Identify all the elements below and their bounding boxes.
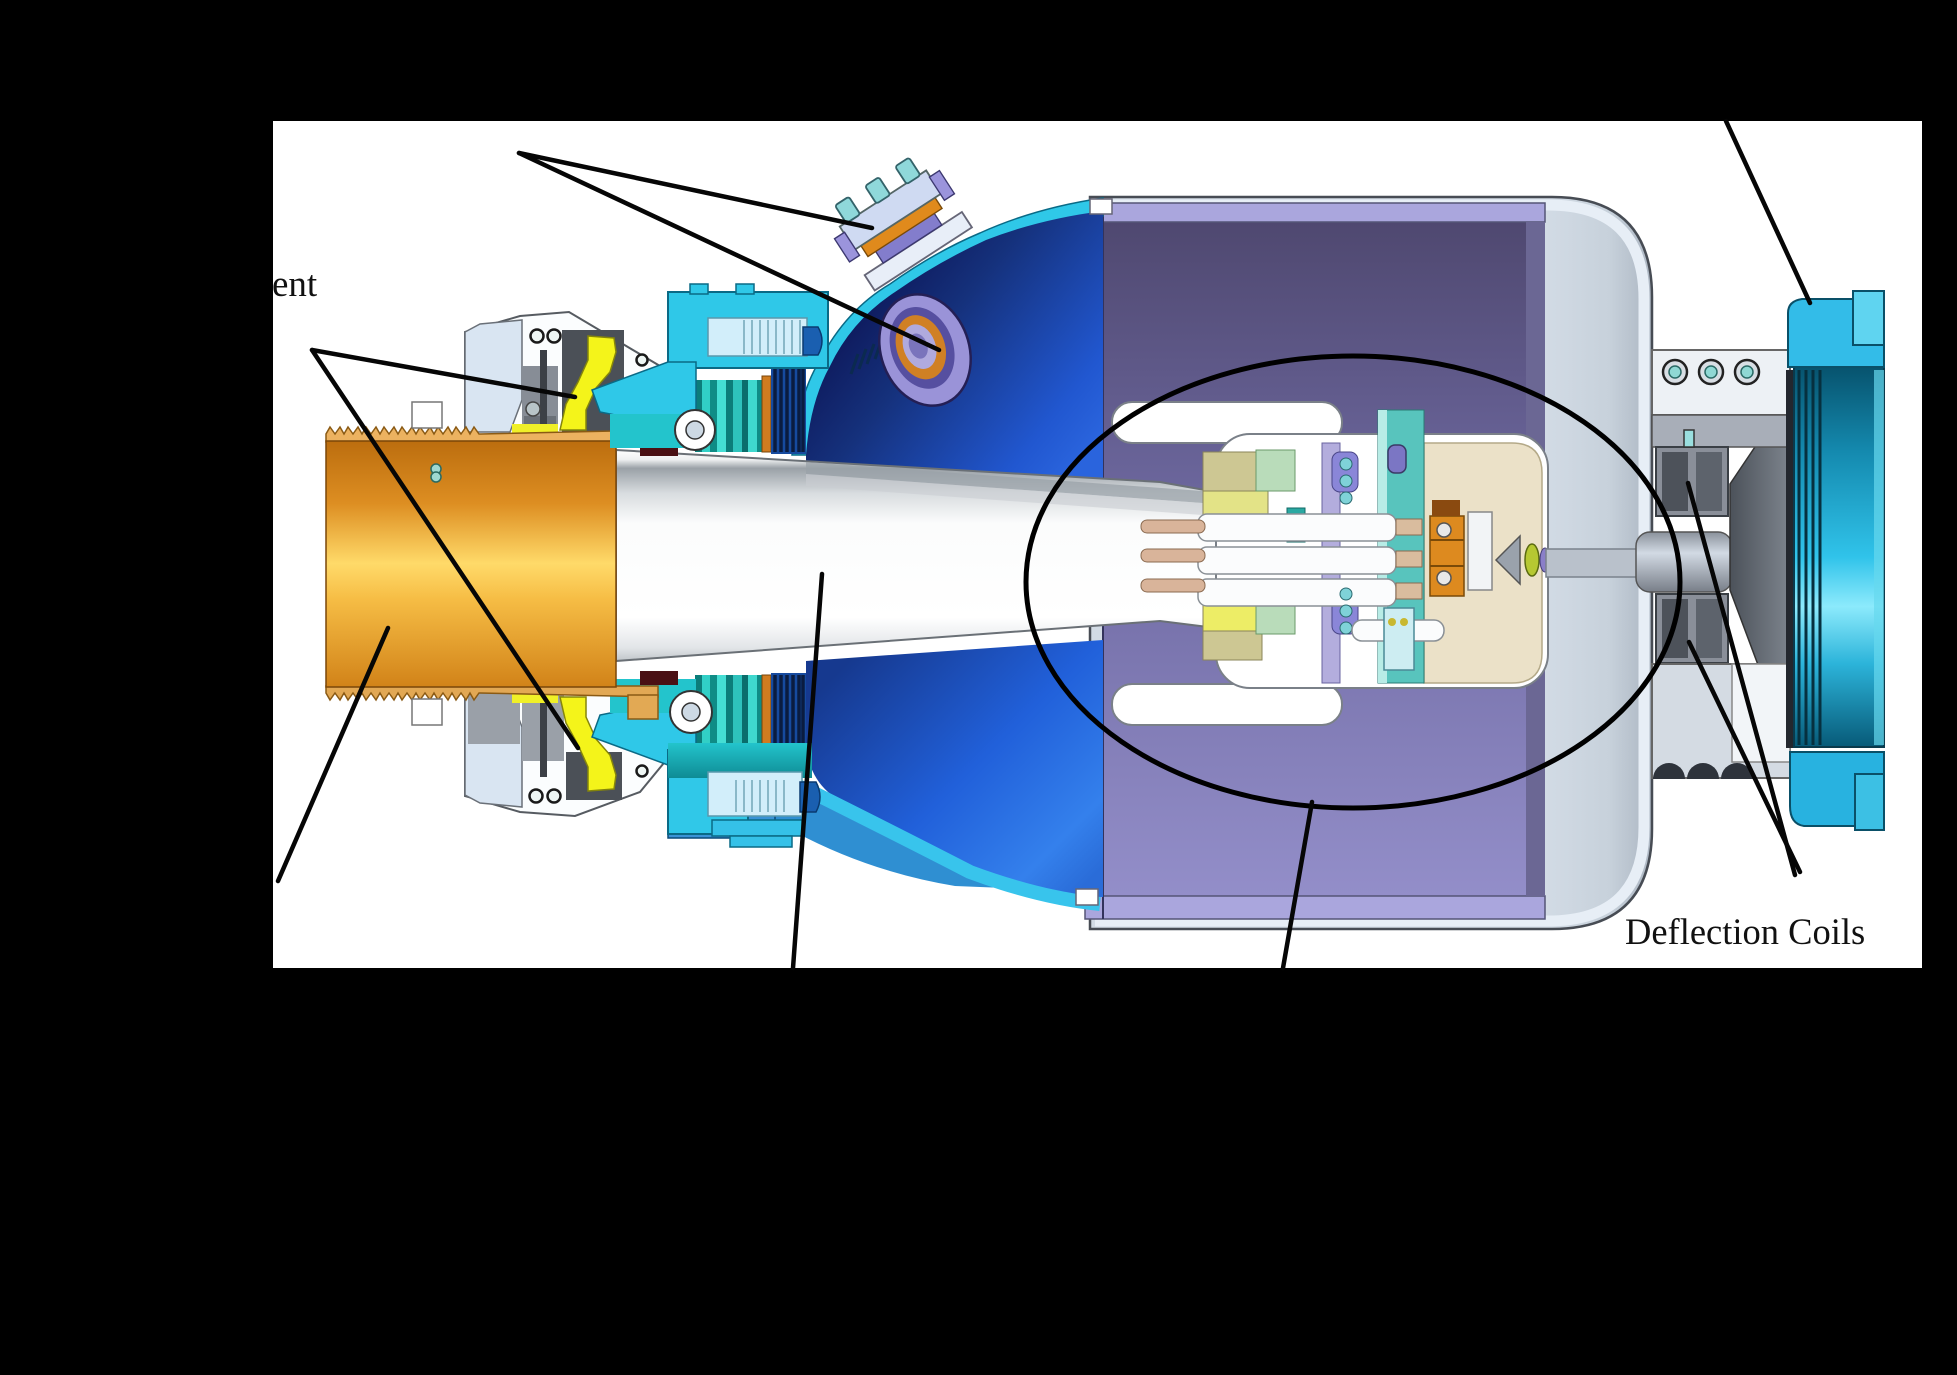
svg-text:ent: ent: [272, 264, 318, 305]
svg-text:Deflection Coils: Deflection Coils: [1625, 911, 1865, 952]
